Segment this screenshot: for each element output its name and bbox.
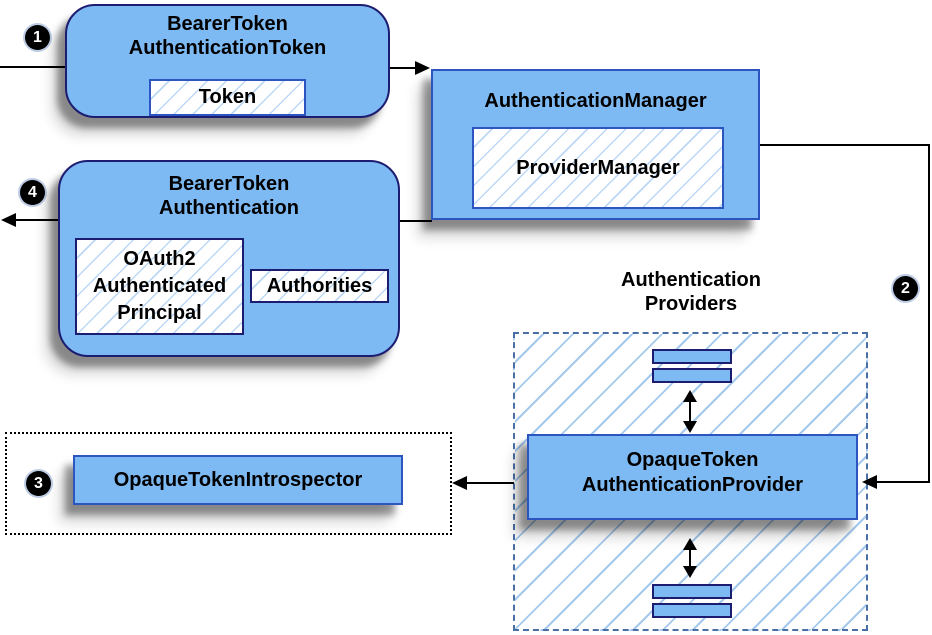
provider-stack-bottom-bar-1 [652, 584, 732, 599]
step-3-line [466, 482, 514, 484]
double-arrow-bottom-down-head-icon [683, 566, 697, 578]
token-label: Token [198, 86, 257, 108]
step-2-line-vertical [928, 144, 930, 483]
node-bearer-token-authentication-token: BearerToken AuthenticationToken Token [65, 4, 390, 118]
authentication-providers-label: Authentication Providers [513, 268, 869, 316]
oauth2-authenticated-principal-box: OAuth2 Authenticated Principal [75, 238, 244, 335]
double-arrow-top-down-head-icon [683, 421, 697, 433]
bearer-token-authentication-token-title-line1: BearerToken [167, 13, 288, 35]
authentication-providers-label-line2: Providers [644, 293, 738, 315]
principal-line2: Authenticated [92, 275, 227, 297]
authorities-box: Authorities [250, 269, 389, 303]
arrow-token-to-manager-head-icon [415, 61, 430, 75]
step-3-badge: 3 [26, 471, 51, 496]
bearer-token-authentication-title-line1: BearerToken [168, 173, 290, 195]
step-2-line-bottom [877, 481, 930, 483]
double-arrow-bottom-up-head-icon [683, 538, 697, 550]
provider-stack-top-bar-1 [652, 349, 732, 364]
provider-stack-bottom-bar-2 [652, 603, 732, 618]
node-bearer-token-authentication: BearerToken Authentication OAuth2 Authen… [58, 160, 400, 357]
bearer-token-authentication-token-title-line2: AuthenticationToken [128, 37, 327, 59]
step-2-line-top [760, 144, 930, 146]
step-3-arrow-head-icon [452, 476, 467, 490]
entry-line [0, 66, 66, 68]
double-arrow-top-line [689, 400, 691, 423]
step-2-arrow-head-icon [862, 475, 877, 489]
provider-stack-top-bar-2 [652, 368, 732, 383]
double-arrow-bottom-line [689, 548, 691, 568]
node-opaque-token-authentication-provider: OpaqueToken AuthenticationProvider [527, 434, 858, 520]
bearer-token-authentication-title-line2: Authentication [159, 197, 299, 219]
token-box: Token [149, 79, 306, 116]
provider-manager-label: ProviderManager [516, 156, 680, 179]
authentication-manager-title: AuthenticationManager [484, 90, 707, 112]
arrow-token-to-manager-line [389, 67, 416, 69]
node-authentication-manager: AuthenticationManager ProviderManager [431, 69, 760, 220]
node-opaque-token-introspector: OpaqueTokenIntrospector [73, 455, 403, 505]
step-2-badge: 2 [893, 276, 918, 301]
opaque-token-authentication-provider-title-line1: OpaqueToken [626, 449, 759, 471]
double-arrow-top-up-head-icon [683, 390, 697, 402]
authentication-providers-label-line1: Authentication [621, 269, 761, 291]
opaque-token-introspector-title: OpaqueTokenIntrospector [113, 468, 363, 491]
manager-to-authentication-line [399, 220, 432, 222]
principal-line1: OAuth2 [123, 248, 196, 270]
principal-line3: Principal [117, 302, 202, 324]
step-1-badge: 1 [25, 25, 50, 50]
step-4-arrow-head-icon [1, 213, 16, 227]
step-4-badge: 4 [20, 180, 45, 205]
authorities-label: Authorities [266, 274, 373, 297]
step-4-line [15, 219, 59, 221]
opaque-token-authentication-provider-title-line2: AuthenticationProvider [581, 474, 804, 496]
provider-manager-box: ProviderManager [472, 127, 724, 209]
